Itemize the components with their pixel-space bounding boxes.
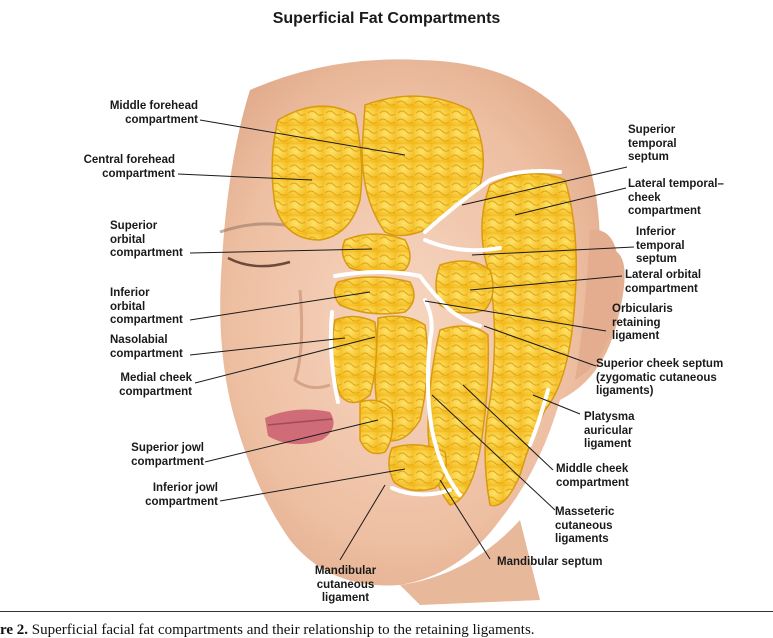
- face-illustration: [177, 59, 635, 605]
- label-mandibular-cutaneous: Mandibular cutaneous ligament: [314, 565, 377, 604]
- figure: Superficial Fat Compartments Middle fore…: [83, 10, 724, 605]
- platysma-auricular-ligament: [528, 388, 550, 447]
- leader-mandibular-septum: [439, 479, 491, 560]
- label-superior-temporal-septum: Superior temporal septum: [628, 124, 677, 163]
- leader-medial-cheek: [194, 336, 376, 384]
- superior-orbital-compartment: [341, 233, 411, 274]
- label-orbicularis-retaining: Orbicularis retaining ligament: [612, 303, 673, 342]
- septa: [328, 169, 562, 497]
- leader-platysma-auricular: [532, 394, 581, 415]
- leader-middle-forehead: [199, 119, 406, 156]
- leader-superior-cheek-septum: [483, 325, 597, 367]
- label-superior-jowl: Superior jowl compartment: [131, 442, 204, 468]
- nasolabial-septum: [328, 310, 340, 404]
- neck: [400, 520, 540, 605]
- central-forehead-compartment: [271, 105, 363, 241]
- label-inferior-temporal-septum: Inferior temporal septum: [636, 226, 685, 265]
- label-masseteric-cutaneous: Masseteric cutaneous ligaments: [555, 506, 615, 545]
- label-middle-cheek: Middle cheek compartment: [556, 463, 629, 489]
- leader-middle-cheek: [462, 384, 554, 471]
- label-mandibular-septum: Mandibular septum: [497, 556, 603, 568]
- superior-jowl-compartment: [359, 399, 394, 455]
- label-platysma-auricular: Platysma auricular ligament: [584, 411, 635, 450]
- label-medial-cheek: Medial cheek compartment: [119, 372, 192, 398]
- leader-superior-jowl: [204, 419, 379, 463]
- lips: [265, 409, 334, 445]
- label-superior-cheek-septum: Superior cheek septum (zygomatic cutaneo…: [596, 358, 724, 397]
- label-inferior-orbital: Inferior orbital compartment: [110, 287, 183, 326]
- fat-compartments: [271, 95, 577, 507]
- lateral-septum: [425, 338, 462, 497]
- leader-lateral-orbital: [469, 275, 623, 291]
- caption-text: Superficial facial fat compartments and …: [28, 623, 535, 638]
- figure-title: Superficial Fat Compartments: [272, 10, 501, 27]
- leader-inferior-temporal-septum: [471, 246, 635, 256]
- figure-caption: re 2. Superficial facial fat compartment…: [0, 623, 773, 638]
- superior-temporal-septum: [423, 169, 562, 234]
- label-lateral-temporal-cheek: Lateral temporal– cheek compartment: [628, 178, 724, 217]
- lateral-temporal-cheek-compartment: [481, 172, 577, 507]
- caption-divider: [0, 611, 773, 612]
- superior-cheek-septum: [423, 298, 434, 342]
- leader-mandibular-cutaneous: [339, 484, 386, 561]
- inferior-orbital-compartment: [333, 276, 415, 315]
- label-central-forehead: Central forehead compartment: [83, 154, 175, 180]
- leader-lines: [177, 119, 635, 561]
- leader-lateral-temporal-cheek: [514, 187, 627, 216]
- label-inferior-jowl: Inferior jowl compartment: [145, 482, 218, 508]
- orbicularis-retaining-ligament: [333, 270, 482, 328]
- caption-figure-label: re 2.: [0, 623, 29, 638]
- label-middle-forehead: Middle forehead compartment: [109, 100, 198, 126]
- label-lateral-orbital: Lateral orbital compartment: [625, 269, 702, 295]
- nasolabial-compartment: [331, 315, 378, 404]
- ear: [575, 229, 620, 380]
- label-superior-orbital: Superior orbital compartment: [110, 220, 183, 259]
- leader-nasolabial: [189, 337, 346, 356]
- nose: [293, 289, 331, 390]
- mandibular-septum: [390, 486, 452, 497]
- left-eye: [227, 256, 291, 268]
- leader-superior-orbital: [189, 248, 373, 254]
- leader-inferior-orbital: [189, 291, 371, 321]
- leader-orbicularis-retaining: [424, 300, 607, 332]
- inferior-jowl-compartment: [388, 444, 447, 492]
- lateral-orbital-compartment: [435, 260, 494, 314]
- leader-superior-temporal-septum: [461, 166, 628, 206]
- inferior-temporal-septum: [423, 238, 502, 253]
- label-nasolabial: Nasolabial compartment: [110, 334, 183, 360]
- leader-masseteric-cutaneous: [431, 394, 556, 511]
- leader-inferior-jowl: [219, 468, 406, 502]
- leader-central-forehead: [177, 173, 313, 181]
